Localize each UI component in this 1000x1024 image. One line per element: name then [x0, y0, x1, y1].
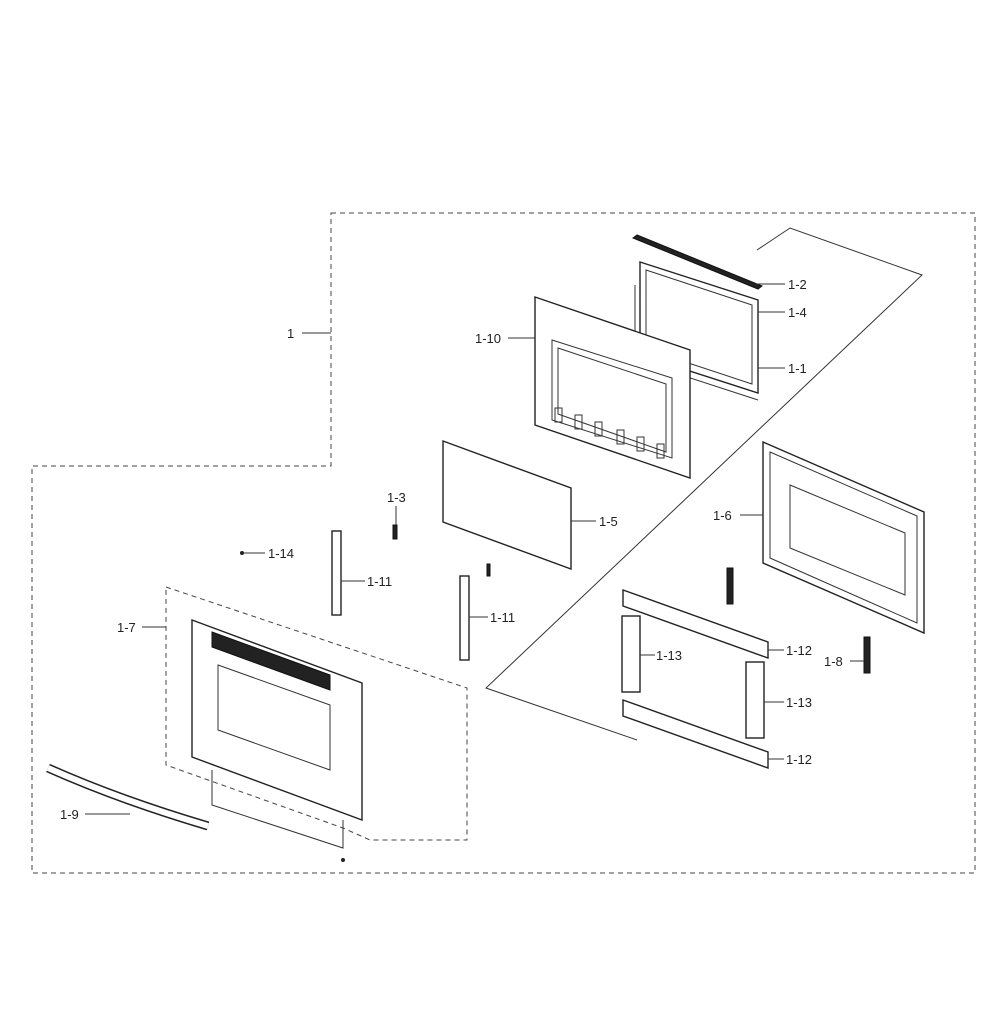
label-1-12: 1-12 — [786, 643, 812, 658]
label-1-10: 1-10 — [475, 331, 501, 346]
part-1-12-insulation-bottom — [622, 699, 769, 769]
label-1-13: 1-13 — [786, 695, 812, 710]
door-group-boundary — [165, 586, 468, 841]
label-1-6: 1-6 — [713, 508, 732, 523]
part-1-7-outer-door — [191, 618, 363, 849]
part-1-13-insulation-right — [745, 661, 765, 739]
label-1-4: 1-4 — [788, 305, 807, 320]
label-1-5: 1-5 — [599, 514, 618, 529]
label-1: 1 — [287, 326, 294, 341]
label-1-12: 1-12 — [786, 752, 812, 767]
label-1-2: 1-2 — [788, 277, 807, 292]
part-1-2-trim — [631, 234, 764, 290]
label-1-8: 1-8 — [824, 654, 843, 669]
label-1-14: 1-14 — [268, 546, 294, 561]
assembly-boundary — [31, 212, 976, 874]
part-1-10-inner-frame — [534, 296, 691, 479]
part-1-5-glass — [442, 439, 572, 571]
leader-lines — [85, 283, 864, 815]
part-1-8-hinge — [726, 567, 734, 605]
label-1-11: 1-11 — [367, 574, 392, 589]
part-1-8-hinge — [863, 636, 871, 674]
label-1-1: 1-1 — [788, 361, 807, 376]
part-1-12-insulation-top — [622, 589, 769, 659]
inner-parts-boundary — [485, 227, 923, 741]
label-1-3: 1-3 — [387, 490, 406, 505]
label-1-11: 1-11 — [490, 610, 515, 625]
part-1-6-door-liner — [762, 440, 925, 635]
label-1-7: 1-7 — [117, 620, 136, 635]
screw — [486, 563, 491, 577]
part-1-14-screw — [240, 551, 244, 555]
label-1-13: 1-13 — [656, 648, 682, 663]
part-1-11-hinge-right — [459, 575, 470, 661]
part-1-3-screw — [392, 524, 398, 540]
part-1-11-hinge-left — [331, 530, 342, 616]
label-1-9: 1-9 — [60, 807, 79, 822]
part-1-13-insulation-left — [621, 615, 641, 693]
